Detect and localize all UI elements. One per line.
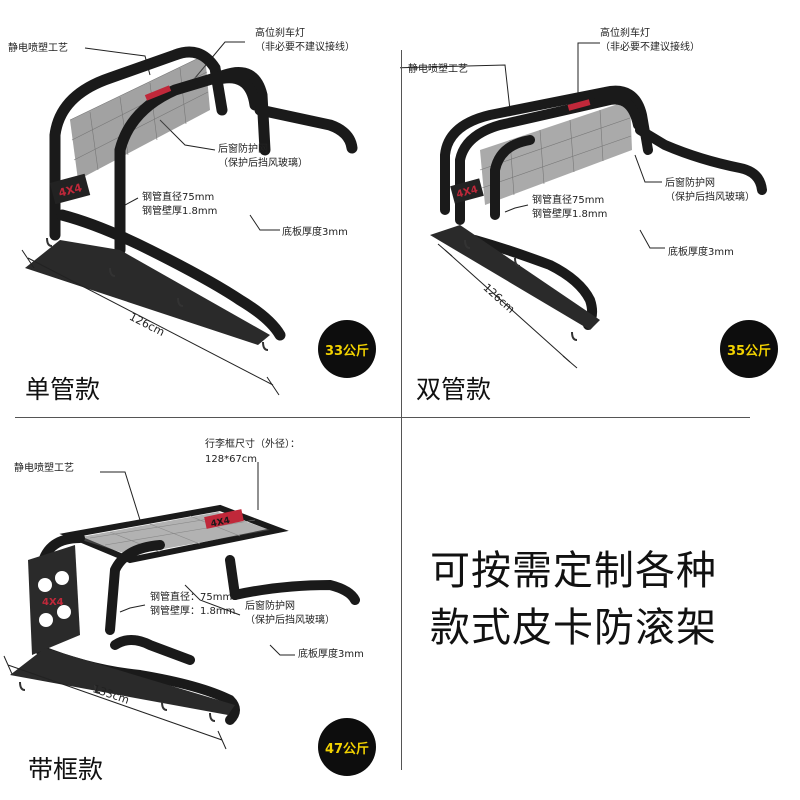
svg-text:4X4: 4X4 — [210, 516, 231, 530]
window-guard-label: 后窗防护网 — [665, 178, 715, 189]
pipe-wall-label: 钢管壁厚：1.8mm — [150, 606, 236, 617]
pipe-diameter-label: 钢管直径：75mm — [150, 592, 233, 603]
model-name: 单管款 — [25, 375, 101, 404]
coating-label: 静电喷塑工艺 — [14, 463, 74, 474]
brake-light-label: 高位刹车灯 — [600, 28, 650, 39]
brake-light-label: 高位刹车灯 — [255, 28, 305, 39]
window-guard-label: 后窗防护网 — [245, 601, 295, 612]
coating-label: 静电喷塑工艺 — [408, 64, 468, 75]
luggage-frame-label: 行李框尺寸（外径）： — [205, 439, 300, 450]
framed-rollbar-illustration: 4X4 4X4 — [3, 462, 360, 750]
panel-headline: 可按需定制各种 款式皮卡防滚架 — [400, 420, 800, 800]
window-guard-note: （保护后挡风玻璃） — [218, 158, 308, 169]
svg-text:4X4: 4X4 — [57, 181, 84, 200]
base-plate-label: 底板厚度3mm — [668, 247, 734, 258]
weight-badge: 47公斤 — [318, 718, 376, 776]
svg-text:4X4: 4X4 — [455, 184, 479, 200]
pipe-wall-label: 钢管壁厚1.8mm — [532, 209, 608, 220]
brake-light-note: （非必要不建议接线） — [255, 42, 355, 53]
brake-light-note: （非必要不建议接线） — [600, 42, 700, 53]
pipe-diameter-label: 钢管直径75mm — [532, 195, 605, 206]
panel-single-tube: 4X4 静电喷塑工艺 高位刹车灯 （非必要不建议接线） 后窗防护网 （保护后挡风… — [0, 0, 400, 410]
window-guard-label: 后窗防护网 — [218, 144, 268, 155]
luggage-frame-size: 128*67cm — [205, 454, 258, 465]
panel-double-tube: 4X4 静电喷塑工艺 高位刹车灯 （非必要不建议接线） 后窗防护网 （保护后挡风… — [400, 0, 800, 410]
svg-text:4X4: 4X4 — [42, 597, 64, 608]
pipe-wall-label: 钢管壁厚1.8mm — [142, 206, 218, 217]
single-tube-rollbar-illustration: 4X4 — [21, 41, 358, 396]
horizontal-divider — [15, 417, 750, 418]
panel-with-frame: 4X4 4X4 静电喷塑工艺 行李框尺寸（外径）： 128*67cm 钢管直径：… — [0, 420, 400, 800]
vertical-divider — [401, 50, 402, 770]
weight-badge: 33公斤 — [318, 320, 376, 378]
headline-line-1: 可按需定制各种 — [430, 548, 717, 594]
base-plate-label: 底板厚度3mm — [298, 649, 364, 660]
pipe-diameter-label: 钢管直径75mm — [142, 192, 215, 203]
model-name: 带框款 — [28, 755, 104, 784]
model-name: 双管款 — [416, 375, 492, 404]
window-guard-note: （保护后挡风玻璃） — [245, 615, 335, 626]
base-plate-label: 底板厚度3mm — [282, 227, 348, 238]
weight-badge: 35公斤 — [720, 320, 778, 378]
headline-line-2: 款式皮卡防滚架 — [430, 605, 717, 651]
coating-label: 静电喷塑工艺 — [8, 43, 68, 54]
window-guard-note: （保护后挡风玻璃） — [665, 192, 755, 203]
double-tube-rollbar-illustration: 4X4 — [400, 42, 767, 369]
